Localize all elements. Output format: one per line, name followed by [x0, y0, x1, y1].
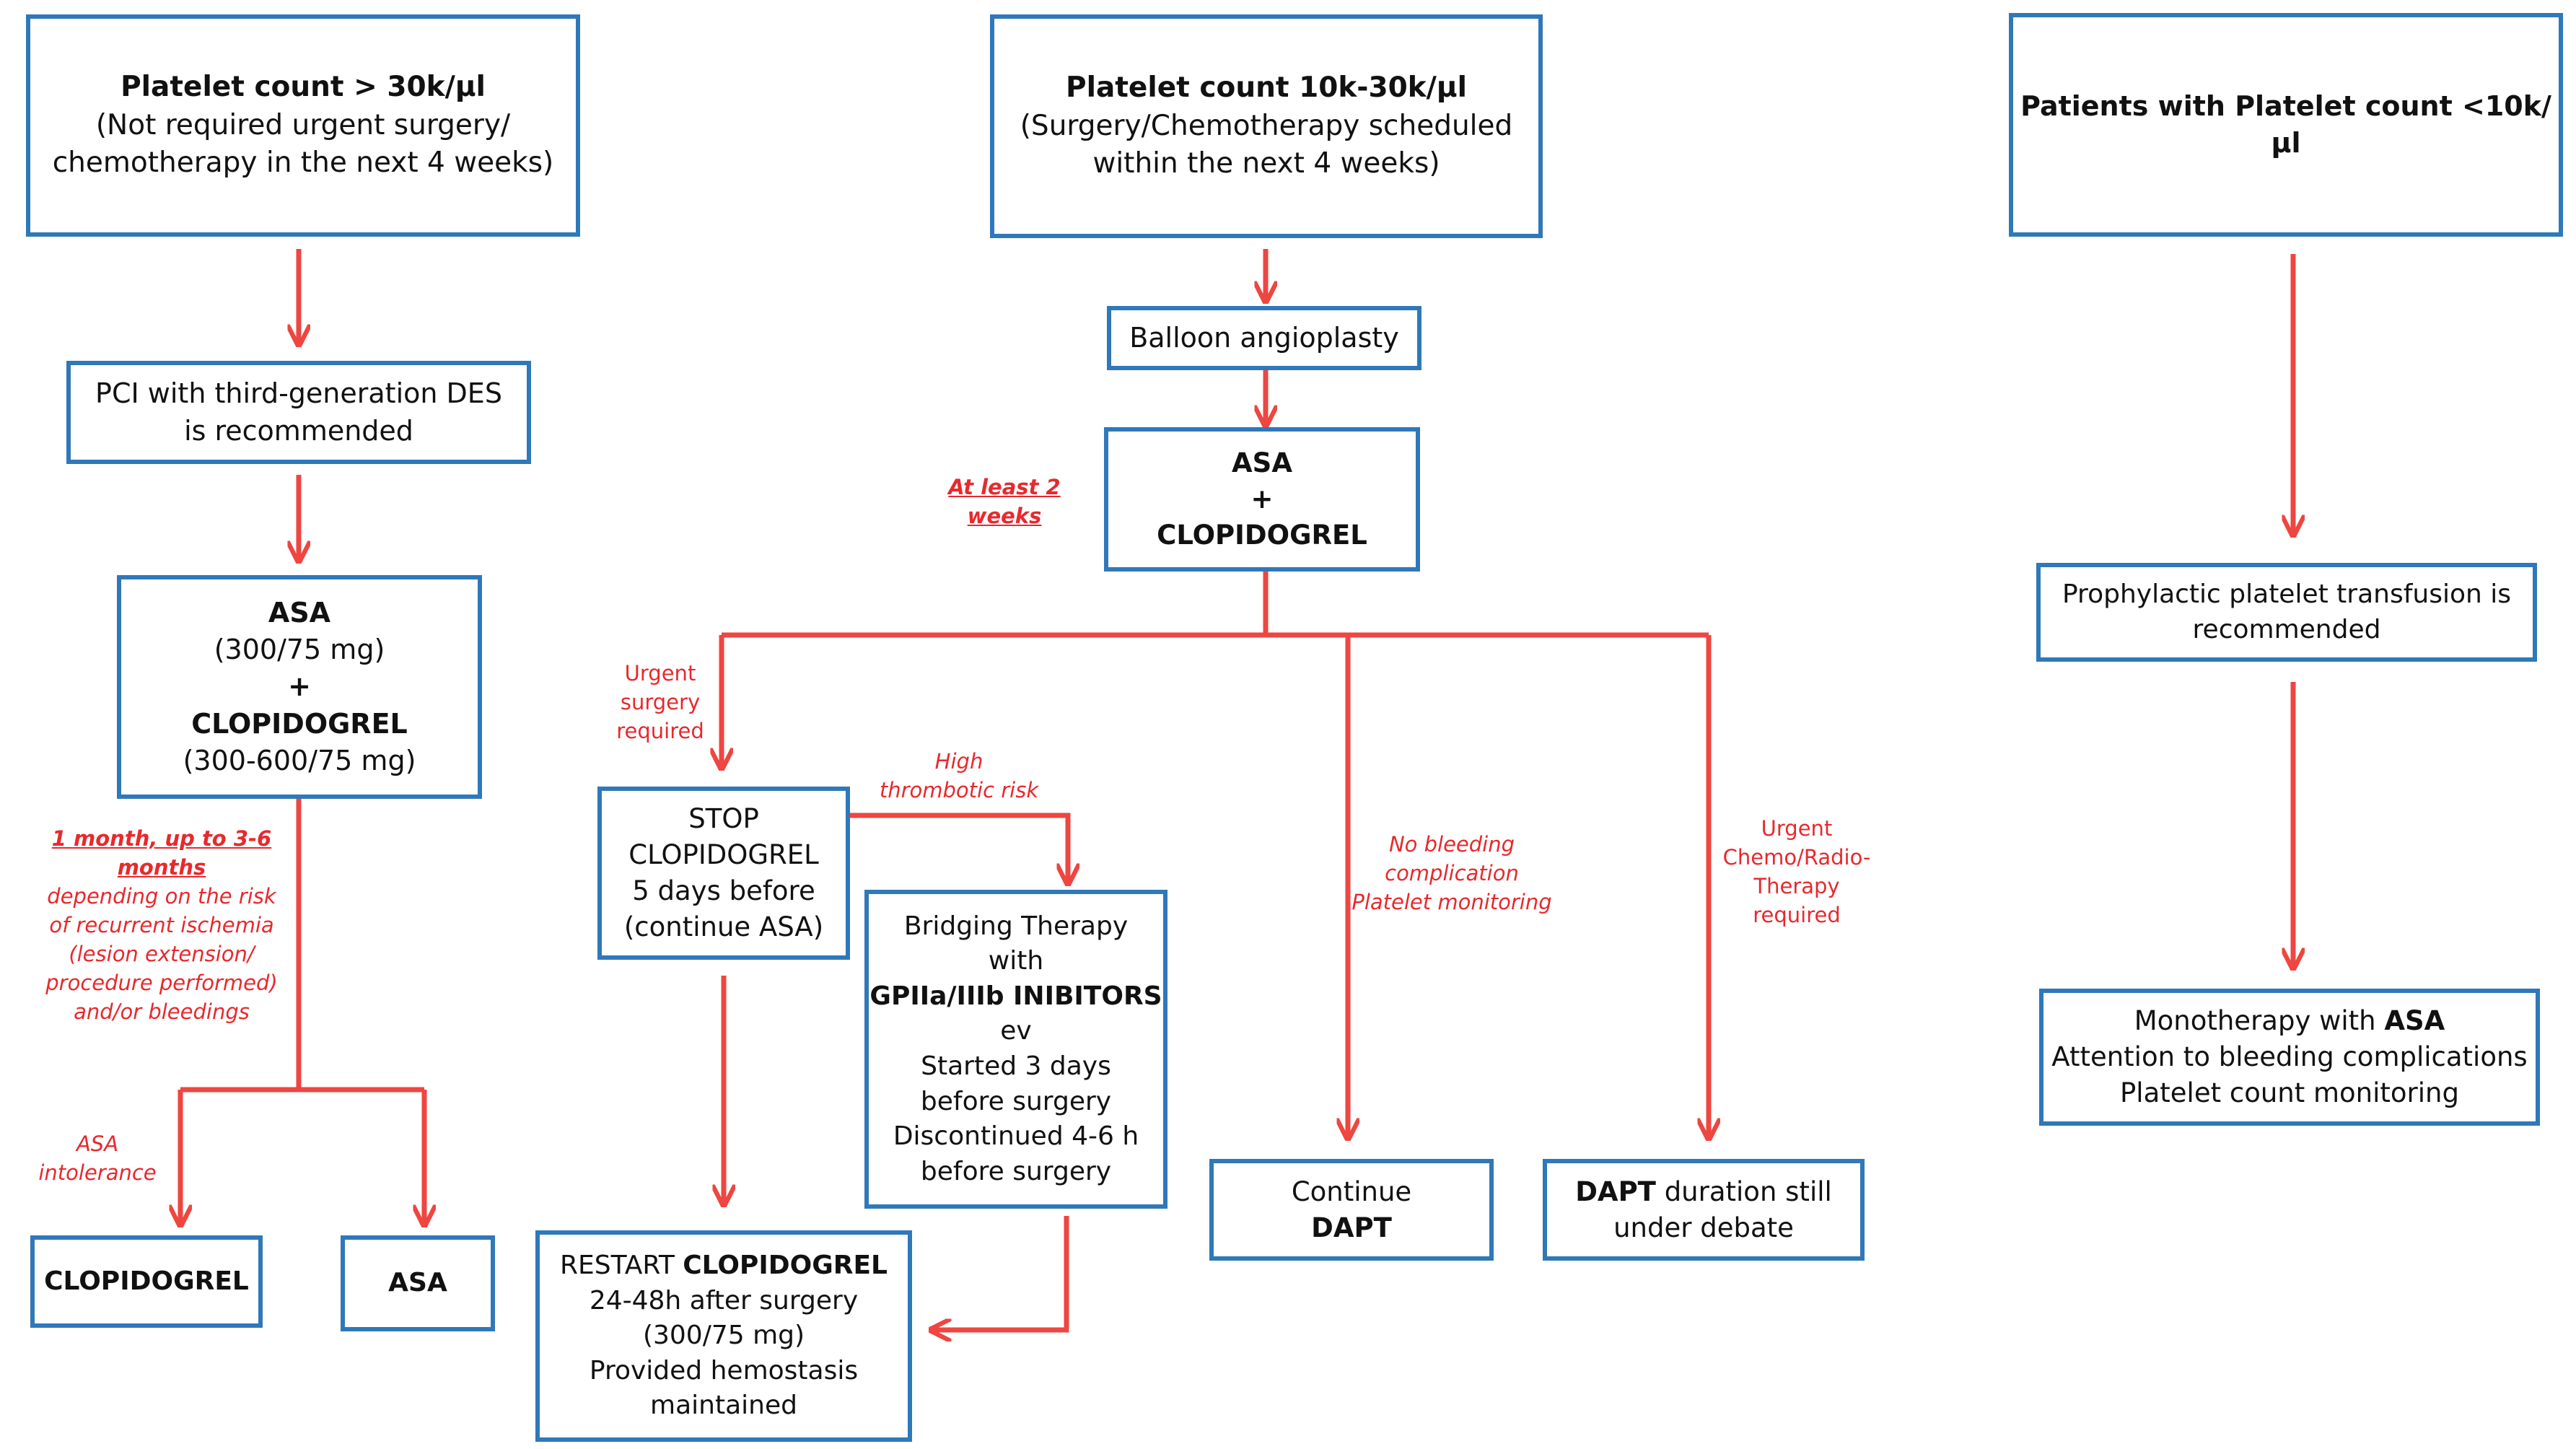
high-plt-title: Platelet count > 30k/µl [121, 71, 486, 104]
mono-l1-prefix: Monotherapy with [2134, 1005, 2385, 1037]
box-restart-clopidogrel: RESTART CLOPIDOGREL 24-48h after surgery… [535, 1230, 912, 1442]
urgent-chemo-l4: required [1753, 903, 1841, 928]
box-monotherapy-asa: Monotherapy with ASA Attention to bleedi… [2039, 989, 2540, 1126]
box-clopidogrel-only: CLOPIDOGREL [30, 1235, 263, 1328]
debate-l1-dapt: DAPT [1575, 1176, 1656, 1207]
urgent-chemo-l3: Therapy [1753, 874, 1840, 899]
box-dapt-duration-debate: DAPT duration still under debate [1543, 1159, 1865, 1261]
label-at-least-2-weeks: At least 2 weeks [948, 475, 1061, 529]
urgent-surgery-l1: Urgent [624, 661, 696, 686]
duration-l6: procedure performed) [45, 971, 278, 996]
debate-l1: DAPT duration still [1575, 1174, 1832, 1210]
duration-l2: months [117, 855, 206, 880]
thrombotic-l2: thrombotic risk [879, 778, 1039, 803]
restart-l1-prefix: RESTART [559, 1251, 683, 1281]
debate-l1-rest: duration still [1655, 1176, 1832, 1207]
urgent-surgery-l2: surgery [620, 690, 701, 715]
label-duration-left: 1 month, up to 3-6 months depending on t… [27, 824, 296, 1026]
asa-only-label: ASA [388, 1268, 447, 1298]
continue-l1: Continue [1291, 1176, 1412, 1207]
box-balloon-angioplasty: Balloon angioplasty [1107, 306, 1421, 370]
no-bleeding-l1: No bleeding [1388, 832, 1515, 857]
arrow-stop-to-bridging [850, 813, 1068, 884]
bridging-l3: GPIIa/IIIb INIBITORS [869, 981, 1162, 1011]
box-pci-recommended: PCI with third-generation DES is recomme… [66, 361, 531, 464]
duration-l5: (lesion extension/ [69, 942, 255, 967]
mono-l3: Platelet count monitoring [2120, 1077, 2459, 1108]
transfusion-l1: Prophylactic platelet transfusion is [2062, 579, 2512, 609]
mid-plt-line2: within the next 4 weeks) [1092, 147, 1440, 180]
bridging-l8: before surgery [920, 1156, 1112, 1186]
box-continue-dapt: Continue DAPT [1209, 1159, 1494, 1261]
restart-l3: (300/75 mg) [642, 1321, 805, 1351]
mono-l1-drug: ASA [2384, 1005, 2445, 1037]
low-plt-title: Patients with Platelet count <10k/µl [2020, 89, 2551, 159]
box-platelet-below-10k: Patients with Platelet count <10k/µl [2009, 13, 2563, 237]
high-plt-line1: (Not required urgent surgery/ [95, 108, 511, 141]
asa-left-l2: (300/75 mg) [214, 634, 385, 666]
asa-mid-l1: ASA [1232, 447, 1292, 479]
duration-l4: of recurrent ischemia [49, 913, 274, 938]
bridging-l1: Bridging Therapy [903, 911, 1129, 941]
mono-l1: Monotherapy with ASA [2134, 1003, 2445, 1039]
duration-l7: and/or bleedings [74, 999, 250, 1025]
stop-l4: (continue ASA) [623, 911, 824, 942]
intolerance-l1: ASA [76, 1131, 119, 1156]
debate-l2: under debate [1613, 1212, 1794, 1243]
bridging-l7: Discontinued 4-6 h [893, 1121, 1139, 1152]
restart-l4: Provided hemostasis [589, 1355, 859, 1385]
mono-l2: Attention to bleeding complications [2051, 1041, 2528, 1073]
mid-plt-line1: (Surgery/Chemotherapy scheduled [1020, 109, 1513, 142]
label-asa-intolerance: ASA intolerance [29, 1129, 166, 1187]
box-bridging-therapy: Bridging Therapy with GPIIa/IIIb INIBITO… [864, 890, 1167, 1209]
box-platelet-above-30k: Platelet count > 30k/µl (Not required ur… [26, 14, 580, 237]
asa-left-l1: ASA [268, 596, 331, 629]
asa-left-l5: (300-600/75 mg) [183, 744, 416, 776]
high-plt-line2: chemotherapy in the next 4 weeks) [52, 146, 554, 180]
arrow-bridging-to-restart [931, 1216, 1069, 1330]
restart-l5: maintained [650, 1391, 797, 1421]
pci-line2: is recommended [184, 414, 413, 447]
box-platelet-10k-30k: Platelet count 10k-30k/µl (Surgery/Chemo… [990, 14, 1543, 238]
pci-line1: PCI with third-generation DES [95, 377, 502, 410]
no-bleeding-l3: Platelet monitoring [1351, 890, 1552, 915]
balloon-label: Balloon angioplasty [1129, 321, 1399, 354]
stop-l3: 5 days before [632, 875, 815, 906]
restart-l2: 24-48h after surgery [589, 1285, 859, 1316]
thrombotic-l1: High [934, 749, 983, 774]
urgent-chemo-l1: Urgent [1761, 816, 1833, 841]
asa-mid-l3: CLOPIDOGREL [1157, 519, 1367, 551]
bridging-l6: before surgery [920, 1086, 1112, 1116]
asa-mid-l2: + [1250, 483, 1274, 515]
asa-left-l3: + [288, 670, 311, 703]
bridging-l4: ev [1000, 1016, 1032, 1046]
intolerance-l2: intolerance [38, 1160, 157, 1186]
transfusion-l2: recommended [2192, 614, 2381, 644]
asa-left-l4: CLOPIDOGREL [191, 707, 408, 740]
duration-l3: depending on the risk [47, 884, 276, 909]
box-asa-clopidogrel-mid: ASA + CLOPIDOGREL [1104, 427, 1420, 572]
urgent-surgery-l3: required [616, 719, 704, 744]
box-asa-only: ASA [341, 1235, 495, 1331]
mid-plt-title: Platelet count 10k-30k/µl [1066, 71, 1467, 105]
clop-only-label: CLOPIDOGREL [44, 1266, 249, 1296]
label-urgent-surgery: Urgent surgery required [592, 659, 729, 745]
restart-l1-drug: CLOPIDOGREL [683, 1251, 888, 1281]
label-no-bleeding: No bleeding complication Platelet monito… [1344, 830, 1560, 916]
bridging-l5: Started 3 days [921, 1051, 1111, 1081]
stop-l1: STOP [688, 803, 759, 835]
stop-l2: CLOPIDOGREL [628, 839, 819, 871]
box-asa-clopidogrel-left: ASA (300/75 mg) + CLOPIDOGREL (300-600/7… [117, 575, 482, 799]
bridging-l2: with [988, 946, 1044, 976]
duration-l1: 1 month, up to 3-6 [51, 826, 272, 851]
continue-l2: DAPT [1311, 1212, 1392, 1243]
restart-l1: RESTART CLOPIDOGREL [560, 1248, 888, 1284]
no-bleeding-l2: complication [1385, 861, 1519, 886]
urgent-chemo-l2: Chemo/Radio- [1722, 845, 1871, 870]
label-urgent-chemo: Urgent Chemo/Radio- Therapy required [1710, 814, 1883, 929]
box-stop-clopidogrel: STOP CLOPIDOGREL 5 days before (continue… [597, 787, 850, 960]
box-platelet-transfusion: Prophylactic platelet transfusion is rec… [2036, 563, 2537, 662]
label-high-thrombotic-risk: High thrombotic risk [862, 747, 1056, 805]
